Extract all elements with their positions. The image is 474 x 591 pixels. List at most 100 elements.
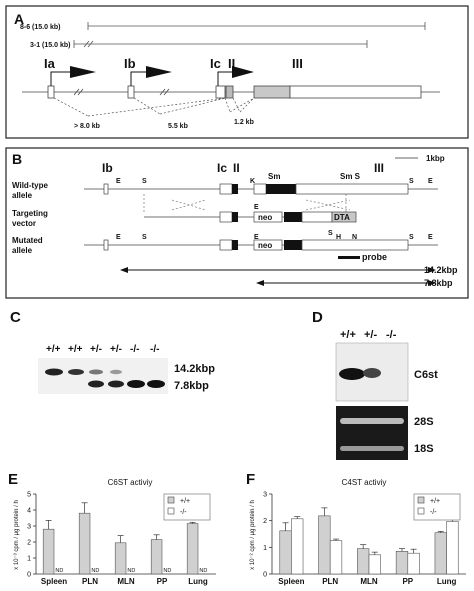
clone-8-6-label: 8-6 (15.0 kb) — [20, 24, 60, 31]
svg-text:S: S — [142, 178, 147, 185]
exon-ii-label: II — [228, 56, 235, 71]
c6st-label: C6st — [414, 369, 438, 381]
genotype-c-4: +/- — [110, 344, 122, 355]
exon-iii-coding — [253, 85, 291, 99]
svg-text:E: E — [428, 178, 433, 185]
svg-text:Sm S: Sm S — [340, 172, 361, 181]
panel-f-letter: F — [246, 471, 255, 488]
exon-ia-label: Ia — [44, 56, 56, 71]
exon-ib-label: Ib — [124, 56, 136, 71]
bar — [357, 548, 370, 575]
genotype-d-2: +/- — [364, 329, 377, 341]
bar — [42, 528, 55, 575]
bar — [368, 554, 381, 575]
row-targeting-label: Targeting — [12, 209, 48, 218]
svg-text:E: E — [254, 234, 259, 241]
exon-ia-box — [47, 85, 55, 99]
exon-ii-box — [225, 85, 234, 99]
probe-bar — [338, 256, 360, 259]
y-tick-label: 4 — [27, 508, 31, 515]
genotype-d-3: -/- — [386, 329, 397, 341]
band-14kb-b-label: 14.2kbp — [424, 265, 458, 275]
nd-label: ND — [91, 568, 99, 574]
exon-iii-utr — [289, 85, 422, 99]
bar — [395, 551, 409, 575]
y-tick-label: 1 — [263, 545, 267, 552]
y-tick-label: 0 — [263, 572, 267, 579]
x-tick-label: Lung — [188, 577, 208, 586]
svg-text:E: E — [116, 234, 121, 241]
probe-label: probe — [362, 252, 387, 262]
legend-swatch — [167, 496, 175, 504]
bar — [291, 518, 304, 575]
rrna-18s-label: 18S — [414, 443, 434, 455]
bar — [434, 532, 447, 575]
band-7kb-b-label: 7.8kbp — [424, 278, 453, 288]
nd-label: ND — [55, 568, 63, 574]
svg-text:K: K — [250, 178, 255, 185]
nd-label: ND — [199, 568, 207, 574]
svg-text:allele: allele — [12, 191, 33, 200]
panel-c: C +/+ +/+ +/- +/- -/- -/- 14.2kbp 7.8kbp — [10, 309, 215, 394]
legend-swatch — [417, 507, 425, 515]
nd-label: ND — [163, 568, 171, 574]
b-exon-ib-label: Ib — [102, 161, 113, 175]
promoter-ic-arrow — [232, 66, 254, 78]
genotype-c-3: +/- — [90, 344, 102, 355]
y-tick-label: 3 — [27, 524, 31, 531]
b-exon-iii-label: III — [374, 161, 384, 175]
b-exon-ii-label: II — [233, 161, 240, 175]
x-tick-label: Spleen — [278, 577, 304, 586]
bar — [446, 521, 459, 575]
genotype-c-1: +/+ — [46, 344, 61, 355]
y-tick-label: 5 — [27, 492, 31, 499]
genotype-c-2: +/+ — [68, 344, 83, 355]
clone-3-1-label: 3-1 (15.0 kb) — [30, 42, 70, 49]
chart-f-ylabel: x 10⁻² cpm / µg protein / h — [250, 500, 256, 570]
scale-label: 1kbp — [426, 154, 445, 163]
genotype-d-1: +/+ — [340, 329, 356, 341]
panel-c-letter: C — [10, 309, 21, 326]
intron-label-2: 5.5 kb — [168, 123, 188, 130]
panel-f: F C4ST activiy x 10⁻² cpm / µg protein /… — [246, 471, 466, 586]
promoter-ib-arrow — [146, 66, 172, 78]
svg-text:S: S — [409, 234, 414, 241]
rrna-gel — [336, 406, 408, 460]
exon-iii-label: III — [292, 56, 303, 71]
svg-text:S: S — [409, 178, 414, 185]
exon-ib-box — [127, 85, 135, 99]
dta-box — [331, 211, 357, 223]
legend-label: +/+ — [430, 498, 440, 505]
band-7kb-c-label: 7.8kbp — [174, 380, 209, 392]
bar — [407, 552, 420, 575]
legend-label: +/+ — [180, 498, 190, 505]
y-tick-label: 1 — [27, 556, 31, 563]
bar — [114, 542, 127, 575]
wildtype-sm-block — [266, 184, 296, 194]
panel-b: B 1kbp Ib Ic II III Wild-type allele E S… — [5, 147, 469, 299]
x-tick-label: Lung — [437, 577, 457, 586]
svg-text:S: S — [142, 234, 147, 241]
svg-text:neo: neo — [258, 213, 272, 222]
bar — [78, 512, 91, 575]
x-tick-label: MLN — [360, 577, 378, 586]
bar — [279, 530, 292, 575]
chart-f-title: C4ST activiy — [342, 478, 387, 487]
intron-label-3: 1.2 kb — [234, 119, 254, 126]
svg-text:H: H — [336, 234, 341, 241]
panel-d-letter: D — [312, 309, 323, 326]
svg-text:E: E — [254, 204, 259, 211]
svg-text:S: S — [328, 230, 333, 237]
svg-text:DTA: DTA — [334, 213, 350, 222]
panel-b-frame — [5, 147, 469, 299]
bar — [186, 523, 199, 575]
x-tick-label: PP — [402, 577, 413, 586]
svg-text:E: E — [428, 234, 433, 241]
svg-text:Sm: Sm — [268, 172, 280, 181]
x-tick-label: MLN — [117, 577, 135, 586]
x-tick-label: Spleen — [41, 577, 67, 586]
southern-blot — [38, 358, 168, 394]
intron-label-1: > 8.0 kb — [74, 123, 100, 130]
